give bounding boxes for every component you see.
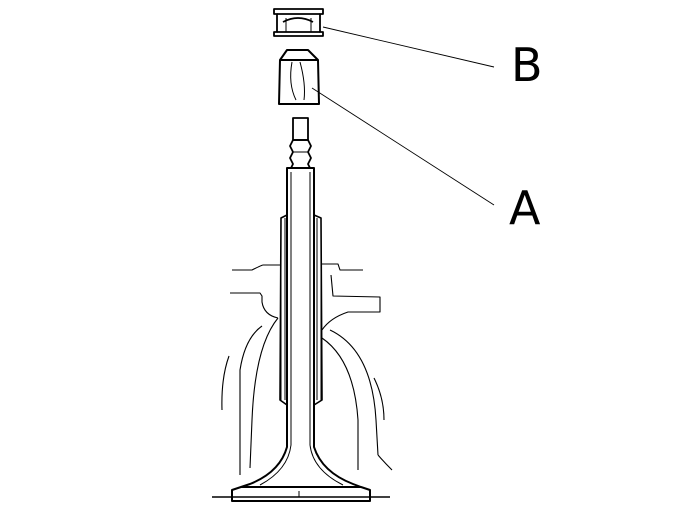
callout-label-a: A (509, 181, 541, 235)
valve-guide (279, 214, 323, 406)
leader-line-b (322, 26, 495, 68)
part-a-retainer (278, 49, 320, 105)
callout-label-b: B (511, 38, 543, 92)
leader-lines (311, 26, 495, 206)
valve-stem-tip (289, 117, 312, 169)
part-b-collet (273, 8, 324, 37)
leader-line-a (311, 87, 495, 206)
valve-stem-and-head (212, 167, 390, 502)
cylinder-head-casting (221, 263, 393, 475)
